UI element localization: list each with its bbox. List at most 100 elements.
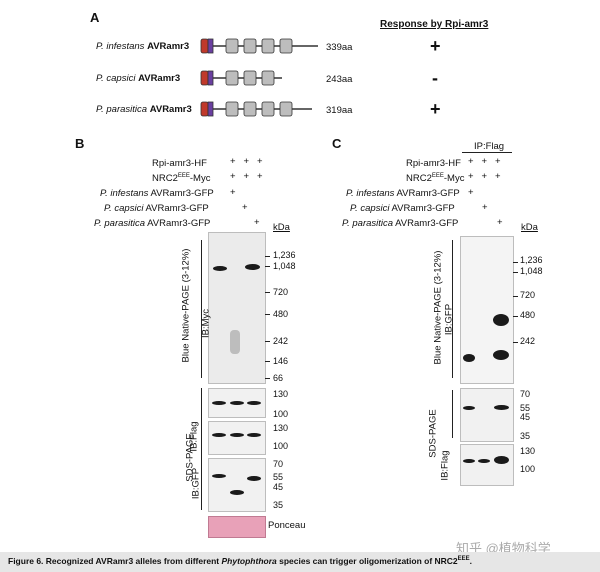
nrc2-sup: EEE [431,173,444,179]
band-c-gfp-lane3-high [493,314,509,326]
response-header: Response by Rpi-amr3 [380,19,489,30]
response-p-parasitica: + [430,99,441,119]
ponceau-strip [208,516,266,538]
species-name: P. capsici [96,73,136,84]
marker-70: 70 [273,459,284,469]
tick [513,316,518,317]
protein-name: AVRamr3 [138,73,181,84]
marker-1048: 1,048 [273,261,296,271]
blot-b-bnpage-myc [208,232,266,384]
label-p-capsici: P. capsici AVRamr3-GFP [104,203,209,214]
domain-diagram-p-infestans [200,38,318,54]
caption-prefix: Figure 6. Recognized AVRamr3 alleles fro… [8,556,222,566]
caption-sup: EEE [457,556,470,563]
marker-66: 66 [273,373,284,383]
plus-row-3: + [468,187,474,198]
marker-35: 35 [520,431,531,441]
tick [513,342,518,343]
label-p-parasitica: P. parasitica AVRamr3-GFP [342,218,458,229]
response-p-infestans: + [430,36,441,56]
figure-caption: Figure 6. Recognized AVRamr3 alleles fro… [8,556,472,566]
tick [513,262,518,263]
band-c-gfp-lane3-low [493,350,509,360]
tick [265,256,270,257]
blot-b-sds-flag [208,421,266,455]
species-name: P. parasitica [342,218,394,229]
plus-row-2: + + + [468,171,501,182]
marker-130: 130 [520,446,536,456]
marker-55: 55 [273,472,284,482]
kda-label-b: kDa [273,222,290,233]
band-c-gfp-lane1 [463,354,475,362]
length-p-parasitica: 319aa [326,105,353,116]
label-rpi-amr3-hf: Rpi-amr3-HF [152,158,207,169]
label-p-parasitica: P. parasitica AVRamr3-GFP [94,218,210,229]
marker-480: 480 [520,310,536,320]
protein-name: AVRamr3 [149,104,192,115]
caption-genus: Phytophthora [221,556,277,566]
band [212,401,226,405]
plus-row-4: + [242,202,248,213]
marker-45: 45 [273,482,284,492]
smear-b-myc-lane2 [230,330,240,354]
bracket-b-sds [201,388,202,510]
label-c-ib-flag: IB:Flag [439,450,451,481]
marker-70: 70 [520,389,531,399]
band [212,433,226,437]
band [230,490,244,495]
caption-end: . [469,556,473,566]
band [463,459,475,463]
marker-100: 100 [273,441,289,451]
kda-label-c: kDa [521,222,538,233]
bracket-b-myc [201,240,202,378]
panel-a-row-2-label: P. capsici AVRamr3 [96,73,180,84]
marker-100: 100 [520,464,536,474]
label-b-bnpage: Blue Native-PAGE (3-12%) [180,248,192,363]
species-name: P. infestans [96,41,145,52]
ponceau-label: Ponceau [268,520,306,531]
tick [265,292,270,293]
marker-1236: 1,236 [273,250,296,260]
domain-diagram-p-parasitica [200,101,312,117]
panel-b-letter: B [75,136,85,151]
band [247,401,261,405]
plus-row-5: + [254,217,260,228]
blot-c-sds-gfp [460,388,514,442]
marker-1236: 1,236 [520,255,543,265]
band [478,459,490,463]
marker-130: 130 [273,423,289,433]
band [247,433,261,437]
marker-146: 146 [273,356,289,366]
caption-suffix: species can trigger oligomerization of N… [276,556,458,566]
marker-100: 100 [273,409,289,419]
label-b-sds: SDS-PAGE [184,433,196,482]
plus-row-3: + [230,187,236,198]
tick [513,272,518,273]
species-name: P. parasitica [96,104,148,115]
label-nrc2-myc: NRC2EEE-Myc [152,173,210,184]
marker-1048: 1,048 [520,266,543,276]
label-c-sds: SDS-PAGE [427,409,439,458]
tick [265,266,270,267]
construct-name: AVRamr3-GFP [389,203,455,214]
caption-bar [0,552,600,572]
marker-45: 45 [520,412,531,422]
band [230,433,244,437]
band [494,456,509,464]
band-b-myc-lane3 [245,264,260,270]
bracket-c-bnpage [452,240,453,378]
band [230,401,244,405]
band-b-myc-lane1 [213,266,227,271]
tick [513,296,518,297]
label-p-infestans: P. infestans AVRamr3-GFP [100,188,214,199]
band [463,406,475,410]
bracket-c-sds [452,390,453,438]
nrc2-tail: -Myc [189,173,211,185]
label-p-infestans: P. infestans AVRamr3-GFP [346,188,460,199]
panel-a-row-1-label: P. infestans AVRamr3 [96,41,189,52]
nrc2-tail: -Myc [443,173,465,185]
species-name: P. capsici [350,203,390,214]
plus-row-2: + + + [230,171,263,182]
ip-flag-line [462,152,512,153]
protein-name: AVRamr3 [147,41,190,52]
